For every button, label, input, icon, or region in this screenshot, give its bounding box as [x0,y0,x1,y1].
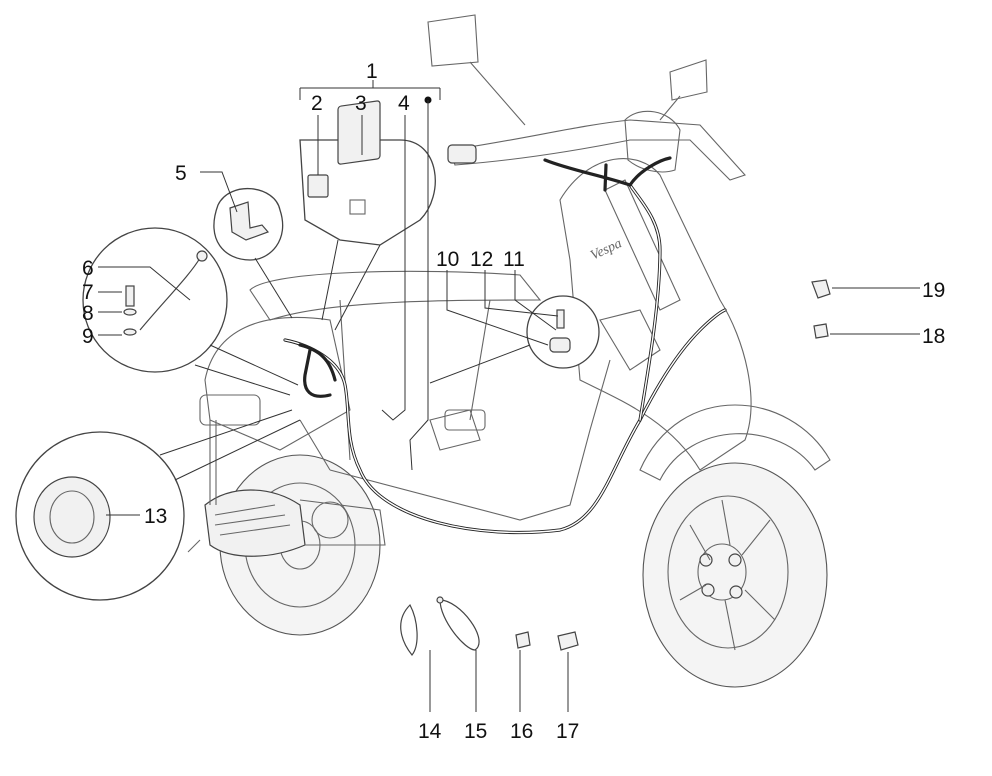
wiring-harness [283,156,727,535]
callout-3: 3 [355,92,367,115]
detail-bubble-bracket [213,188,293,319]
exhaust [204,489,306,557]
leader-lines [98,80,920,712]
seat [249,270,542,321]
callout-16: 16 [510,720,533,743]
cable-clamp [549,337,571,353]
part-16-clip [515,631,531,649]
detail-bubble-grommet [15,409,301,601]
callout-17: 17 [556,720,579,743]
left-mirror [427,14,526,126]
callout-13: 13 [144,505,167,528]
spring-washer [123,328,137,336]
floor-board [299,359,611,521]
handlebar [449,119,746,181]
vespa-logo: Vespa [588,236,624,263]
part-18-connector [813,323,829,339]
leg-shield [559,158,752,471]
detail-bubble-ecu [299,100,436,331]
right-mirror [659,59,708,121]
callout-2: 2 [311,92,323,115]
callout-6: 6 [82,257,94,280]
callout-14: 14 [418,720,442,743]
callout-8: 8 [82,302,94,325]
callout-19: 19 [922,279,945,302]
callout-18: 18 [922,325,945,348]
callout-11: 11 [503,248,525,271]
detail-bubble-ground-cable [82,227,299,396]
fuse [307,174,329,198]
callout-9: 9 [82,325,94,348]
detail-bubble-clamp [429,295,600,384]
clamp-screw [556,309,565,329]
callout-4: 4 [398,92,410,115]
ground-cable [139,257,201,331]
ecu-module [337,100,381,165]
part-19-relay [811,279,831,299]
headlamp [624,110,681,173]
grommet [33,476,111,558]
front-wheel [642,462,828,688]
callout-1: 1 [366,60,378,83]
callout-7: 7 [82,281,94,304]
callout-labels: 1 2 3 4 5 6 7 8 9 10 12 11 13 14 15 16 1… [82,60,945,743]
bolt [125,285,135,307]
callout-15: 15 [464,720,487,743]
part-14-cable [400,604,418,656]
callout-12: 12 [470,248,493,271]
part-15-cable [436,596,480,651]
washer [123,308,137,316]
callout-10: 10 [436,248,459,271]
rear-body [204,317,351,451]
part-17-clip [557,631,579,651]
scooter-illustration: Vespa [187,14,831,688]
front-fender [639,404,831,481]
mounting-bracket [229,201,270,241]
callout-5: 5 [175,162,187,185]
